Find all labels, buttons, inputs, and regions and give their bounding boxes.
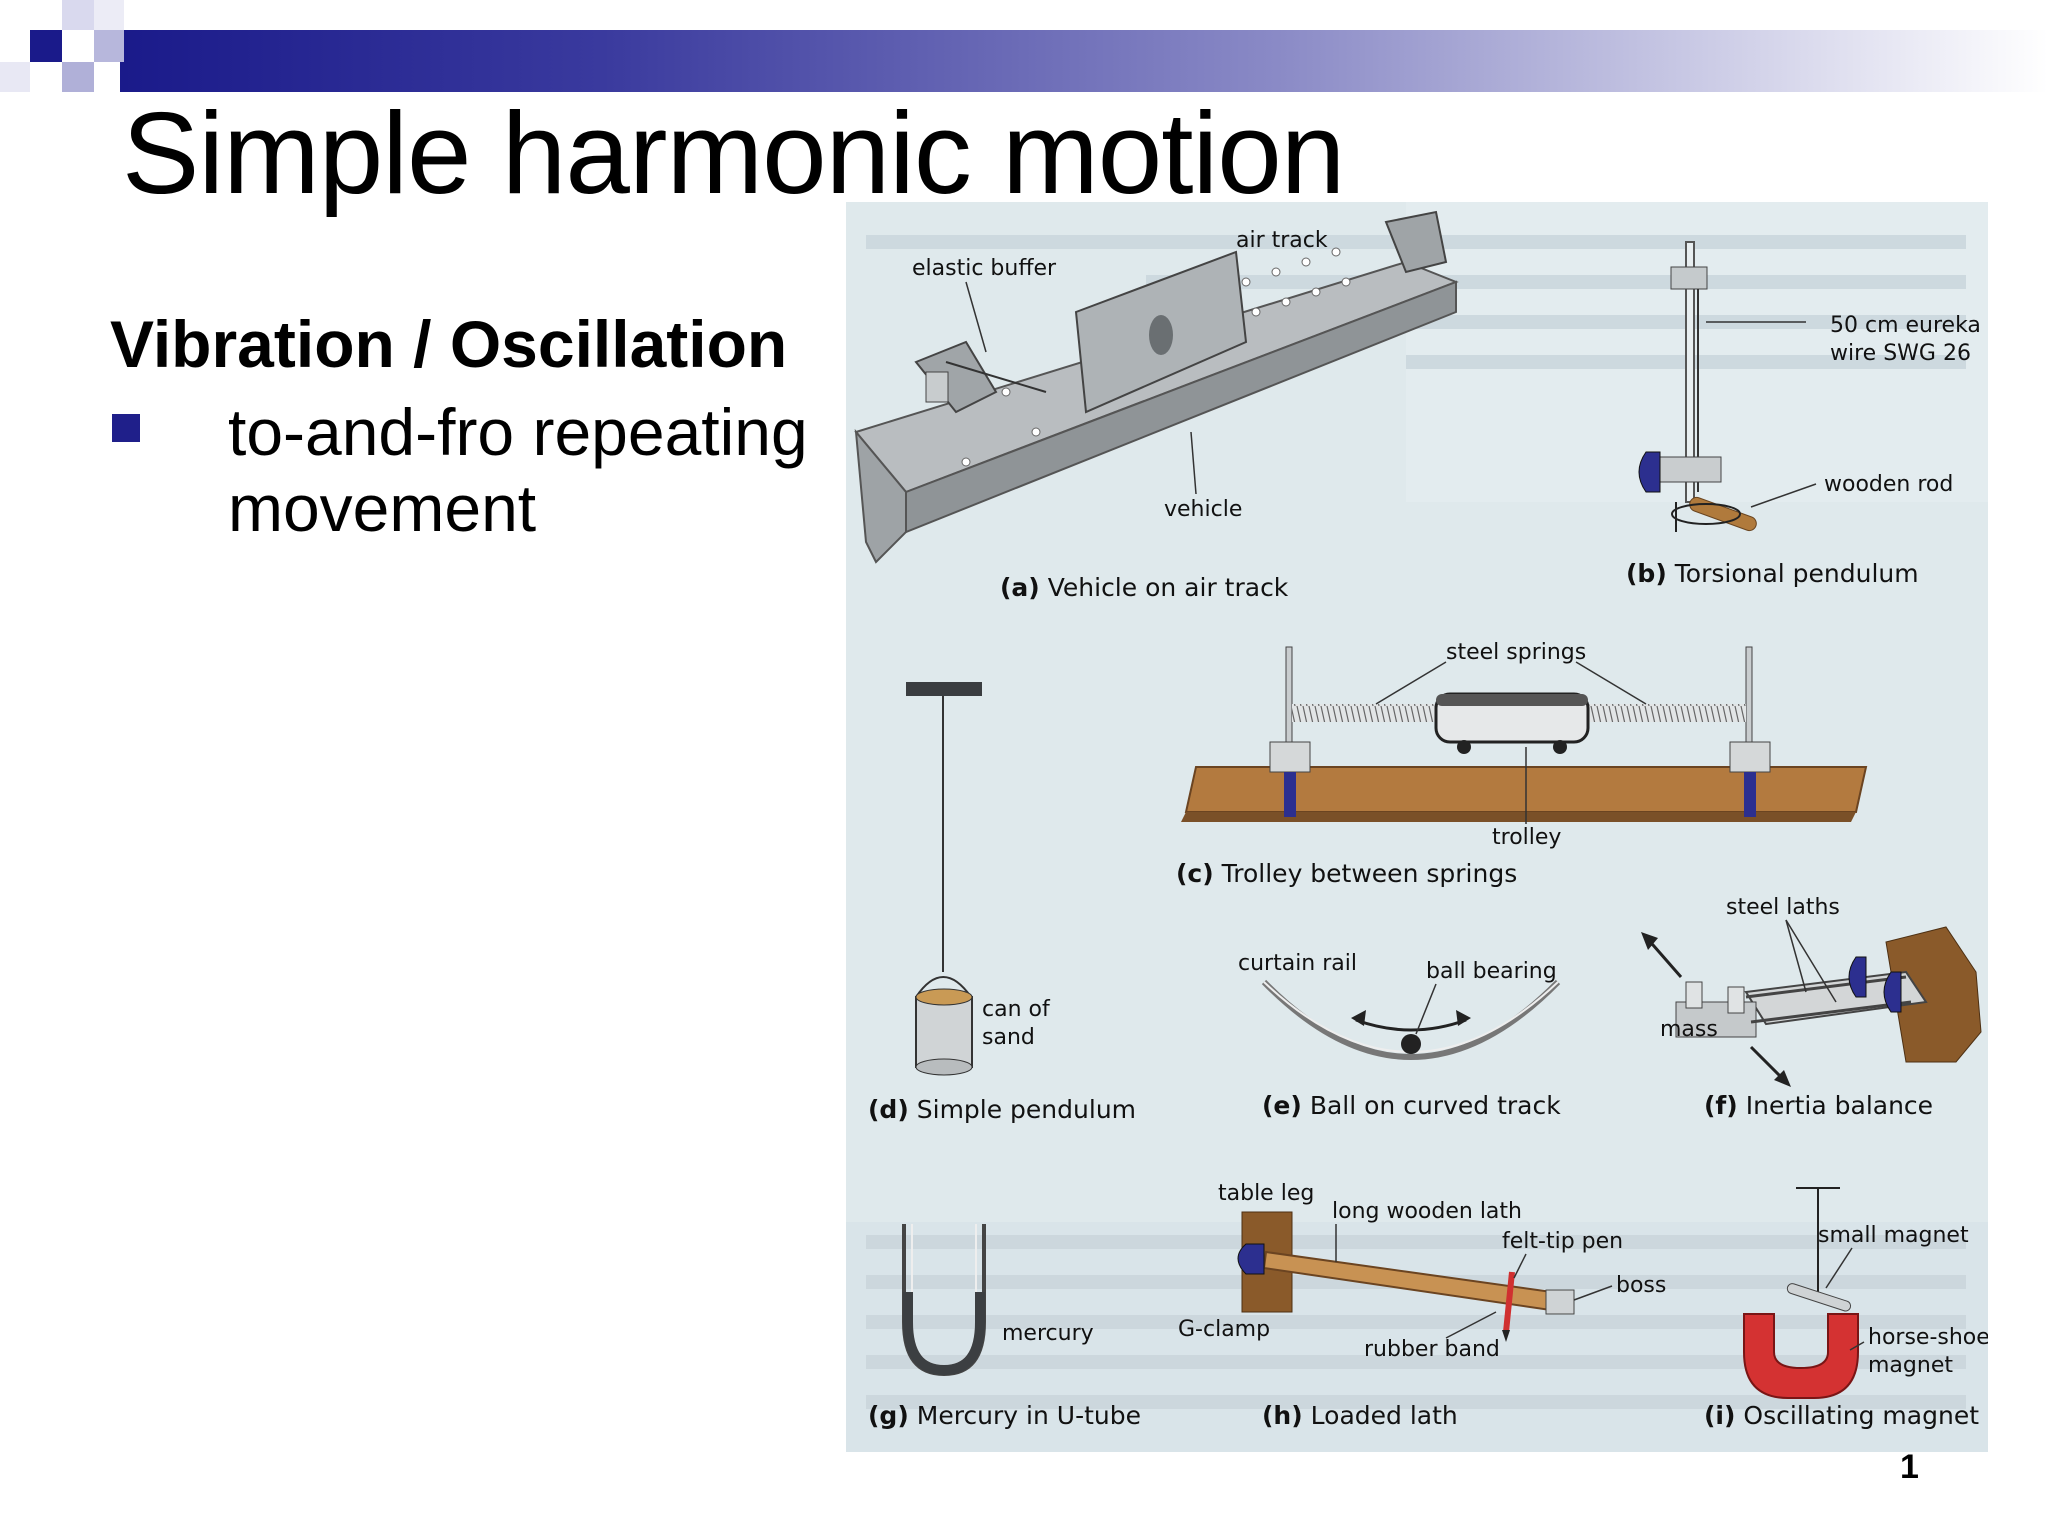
caption-letter-i: (i) [1704,1401,1735,1430]
label-eureka-wire-1: 50 cm eureka [1830,313,1981,338]
header-gradient-bar [120,30,2048,92]
bullet-text: to-and-fro repeating movement [228,394,868,546]
header-square-faint [0,62,30,92]
bullet-square-icon [112,414,140,442]
label-long-wooden-lath: long wooden lath [1332,1199,1522,1224]
caption-letter-a: (a) [1000,573,1040,602]
label-small-magnet: small magnet [1818,1223,1969,1248]
label-g-clamp: G-clamp [1178,1317,1270,1342]
label-sand: sand [982,1025,1035,1050]
label-table-leg: table leg [1218,1181,1314,1206]
label-magnet: magnet [1868,1353,1953,1378]
figure-illustrations: air track elastic buffer vehicle (a) Vehi… [846,202,1988,1452]
caption-letter-e: (e) [1262,1091,1302,1120]
header-square-faint2 [94,0,124,30]
label-rubber-band: rubber band [1364,1337,1500,1362]
caption-b: Torsional pendulum [1674,559,1919,588]
caption-letter-h: (h) [1262,1401,1303,1430]
label-trolley: trolley [1492,825,1561,850]
caption-letter-d: (d) [868,1095,909,1124]
label-steel-laths: steel laths [1726,895,1840,920]
label-horse-shoe: horse-shoe [1868,1325,1988,1350]
svg-text:(c)Trolley between springs: (c)Trolley between springs [1176,859,1517,888]
caption-e: Ball on curved track [1310,1091,1561,1120]
label-can-of: can of [982,997,1051,1022]
caption-letter-c: (c) [1176,859,1214,888]
label-ball-bearing: ball bearing [1426,959,1557,984]
page-number: 1 [1900,1448,1919,1487]
svg-text:(d)Simple pendulum: (d) Simple pendulum [868,1095,1136,1124]
caption-letter-g: (g) [868,1401,909,1430]
label-mercury: mercury [1002,1321,1094,1346]
label-wooden-rod: wooden rod [1824,472,1953,497]
caption-a: Vehicle on air track [1048,573,1289,602]
label-elastic-buffer: elastic buffer [912,256,1057,281]
slide-title: Simple harmonic motion [122,88,1344,218]
label-air-track: air track [1236,228,1328,253]
caption-i: Oscillating magnet [1743,1401,1979,1430]
header-square-mid [94,30,124,62]
subheading: Vibration / Oscillation [110,306,787,382]
header-square-dark [30,30,62,62]
label-vehicle: vehicle [1164,497,1242,522]
label-boss: boss [1616,1273,1666,1298]
shm-examples-figure: air track elastic buffer vehicle (a) Vehi… [846,202,1988,1452]
caption-f: Inertia balance [1746,1091,1933,1120]
svg-text:(i)Oscillating magnet: (i) Oscillating magnet [1704,1401,1979,1430]
label-curtain-rail: curtain rail [1238,951,1357,976]
header-square-light2 [62,62,94,92]
caption-d: Simple pendulum [917,1095,1136,1124]
caption-letter-f: (f) [1704,1091,1738,1120]
label-mass: mass [1660,1017,1718,1042]
label-felt-tip-pen: felt-tip pen [1502,1229,1623,1254]
label-steel-springs: steel springs [1446,640,1586,665]
caption-c: Trolley between springs [1221,859,1518,888]
caption-letter-b: (b) [1626,559,1667,588]
label-eureka-wire-2: wire SWG 26 [1830,341,1971,366]
caption-g: Mercury in U-tube [917,1401,1141,1430]
svg-text:(h)Loaded lath: (h) Loaded lath [1262,1401,1458,1430]
caption-h: Loaded lath [1311,1401,1458,1430]
header-square-light [62,0,94,30]
